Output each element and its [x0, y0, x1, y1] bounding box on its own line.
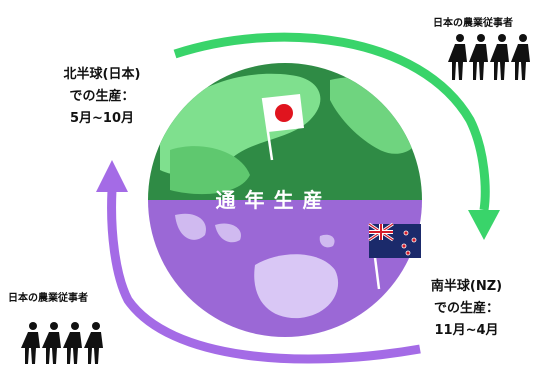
worker-icon: [448, 34, 467, 80]
southern-period: 11月~4月: [434, 323, 499, 338]
japan-flag: [261, 94, 304, 161]
japan-flag-sun: [275, 104, 293, 122]
workers-label-top: 日本の農業従事者: [433, 18, 513, 29]
worker-icon: [42, 322, 61, 364]
northern-line2: での生産：: [69, 89, 135, 104]
worker-icon: [21, 322, 40, 364]
northern-hemisphere-label: 北半球(日本) での生産： 5月~10月: [42, 64, 162, 130]
land-island-1: [175, 213, 206, 240]
southern-line2: での生産：: [433, 301, 499, 316]
land-island-2: [215, 223, 241, 243]
worker-icon: [511, 34, 530, 80]
worker-icon: [469, 34, 488, 80]
northern-period: 5月~10月: [69, 111, 135, 126]
worker-icon: [490, 34, 509, 80]
new-zealand-flag: [368, 222, 421, 290]
land-island-3: [319, 234, 335, 248]
workers-group-bottom: [21, 322, 103, 364]
year-round-production-text: 通年生産: [215, 188, 332, 212]
worker-icon: [63, 322, 82, 364]
southern-title: 南半球(NZ): [430, 279, 503, 294]
workers-group-top: [448, 34, 530, 80]
workers-label-bottom: 日本の農業従事者: [8, 293, 88, 304]
purple-arrow: [96, 160, 421, 364]
southern-hemisphere-label: 南半球(NZ) での生産： 11月~4月: [404, 276, 529, 342]
northern-title: 北半球(日本): [63, 67, 141, 82]
land-west: [170, 146, 250, 195]
land-australia: [254, 254, 339, 319]
green-arrow: [173, 32, 500, 240]
worker-icon: [84, 322, 103, 364]
